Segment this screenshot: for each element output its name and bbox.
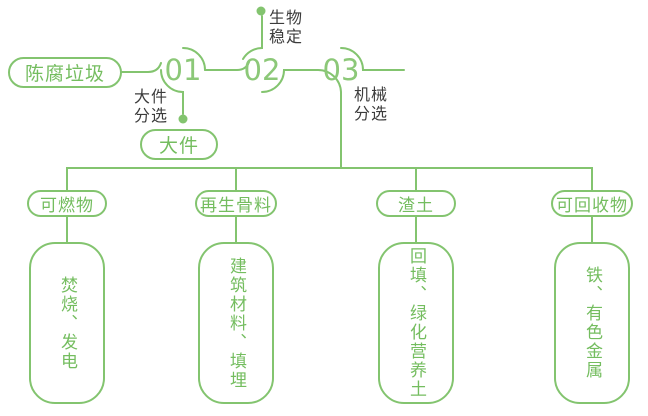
step3-number: 03 [322,53,360,87]
result-text: 铁、有色金属 [583,266,602,380]
step1-process-label: 大件 分选 [134,89,169,125]
category-node-slag-soil: 渣土 [376,190,456,217]
line-step2-to-step3-drop [261,68,342,169]
result-box-incineration: 焚烧、发电 [29,242,105,404]
step1-number: 01 [164,53,202,87]
bulky-output-node: 大件 [140,129,218,160]
category-label: 可燃物 [40,196,94,215]
bio-connector-dot-icon [256,6,266,16]
line-step1-to-step2 [204,61,250,71]
bulky-output-label: 大件 [158,136,199,157]
result-box-metals: 铁、有色金属 [554,242,630,404]
result-box-backfill: 回填、绿化营养土 [378,242,454,404]
branch-bar [66,167,593,191]
step2-process-label: 生物 稳定 [269,10,304,46]
step2-number: 02 [243,53,281,87]
result-box-building-material: 建筑材料、填埋 [198,242,274,404]
result-text: 焚烧、发电 [58,275,77,371]
result-text: 建筑材料、填埋 [227,256,246,390]
bulky-connector-dot-icon [178,114,188,124]
step2-top-arc-to-bio [242,15,263,60]
step3-process-label: 机械 分选 [354,87,389,123]
step1-top-arc [182,47,206,71]
source-node: 陈腐垃圾 [8,57,122,88]
category-label: 渣土 [398,196,434,215]
result-text: 回填、绿化营养土 [407,247,426,399]
category-node-recycled-aggregate: 再生骨料 [195,190,277,217]
source-node-label: 陈腐垃圾 [24,64,105,85]
category-node-recyclables: 可回收物 [551,190,633,217]
category-label: 可回收物 [556,196,628,215]
step3-top-arc-tail [340,47,405,71]
category-label: 再生骨料 [200,196,272,215]
category-node-combustibles: 可燃物 [27,190,107,217]
line-source-to-step1 [121,62,162,73]
step1-bottom-arc-to-bulky [160,69,184,115]
